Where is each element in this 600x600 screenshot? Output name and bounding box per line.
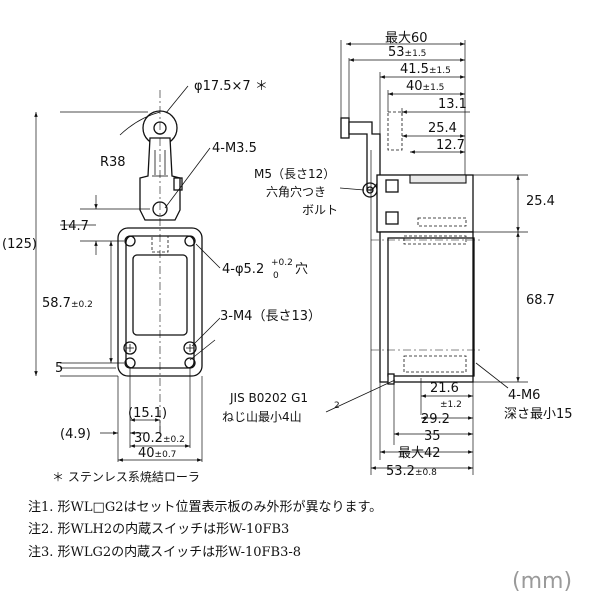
dim-53-2: 53.2±0.8 [386, 464, 437, 479]
hole-label-prefix: 4-φ5.2 [222, 262, 264, 277]
dim-40-front-tol: ±0.7 [155, 450, 177, 460]
dim-40-side: 40±1.5 [406, 79, 444, 94]
radius-label: R38 [100, 155, 126, 170]
dim-53-2-tol: ±0.8 [415, 468, 437, 478]
front-view: φ17.5×7 ＊ R38 4-M3.5 14.7 (125) 4-φ5.2 +… [2, 79, 321, 462]
dim-53-tol: ±1.5 [405, 49, 427, 59]
dim-40-side-tol: ±1.5 [423, 83, 445, 93]
dim-25-4: 25.4 [526, 194, 555, 209]
dim-12-7: 12.7 [436, 138, 465, 153]
roller-dim-label: φ17.5×7 ＊ [194, 79, 268, 94]
dim-30-2-tol: ±0.2 [163, 435, 185, 445]
dim-41-5-tol: ±1.5 [429, 66, 451, 76]
dim-40-front-value: 40 [138, 446, 155, 461]
dim-4-9: (4.9) [60, 427, 91, 442]
dim-53-2-value: 53.2 [386, 464, 415, 479]
note-2: 注2. 形WLH2の内蔵スイッチは形W-10FB3 [28, 521, 289, 537]
dim-40-side-value: 40 [406, 79, 423, 94]
bolt-label-line2: 六角穴つき [266, 184, 326, 199]
m6-label-line1: 4-M6 [508, 388, 540, 403]
note-1: 注1. 形WL□G2はセット位置表示板のみ外形が異なります。 [28, 500, 382, 515]
screw-m4-label: 3-M4（長さ13） [220, 309, 321, 324]
dim-30-2-value: 30.2 [134, 431, 163, 446]
dim-5: 5 [55, 361, 63, 376]
jis-label-frac: 2 [334, 401, 340, 411]
max-42-label: 最大42 [398, 446, 441, 461]
dim-68-7: 68.7 [526, 293, 555, 308]
dim-15-1: (15.1) [128, 406, 167, 421]
dim-58-7-tol: ±0.2 [71, 300, 93, 310]
dim-13-1: 13.1 [438, 97, 467, 112]
dim-29-2: 29.2 [421, 412, 450, 427]
hole-tol-plus: +0.2 [271, 258, 293, 268]
note-3: 注3. 形WLG2の内蔵スイッチは形W-10FB3-8 [28, 544, 301, 560]
roller-side-icon [340, 117, 350, 139]
side-view: 最大60 53±1.5 41.5±1.5 40±1.5 13.1 25.4 12… [222, 31, 573, 479]
dim-40-front: 40±0.7 [138, 446, 176, 461]
unit-label: (mm) [512, 569, 572, 594]
bolt-label-line1: M5（長さ12） [254, 167, 335, 181]
dim-41-5: 41.5±1.5 [400, 62, 451, 77]
dim-41-5-value: 41.5 [400, 62, 429, 77]
hole-tol-zero: 0 [273, 271, 279, 281]
dim-35: 35 [424, 429, 441, 444]
m6-label-line2: 深さ最小15 [504, 407, 573, 422]
dim-21-6: 21.6 [430, 381, 459, 396]
dim-125: (125) [2, 237, 37, 252]
dim-58-7: 58.7±0.2 [42, 296, 93, 311]
dim-25-4-top: 25.4 [428, 121, 457, 136]
dim-14-7: 14.7 [60, 219, 89, 234]
jis-label-line2: ねじ山最小4山 [222, 410, 302, 424]
lever-arm [139, 137, 183, 221]
dim-30-2: 30.2±0.2 [134, 431, 185, 446]
max-60-label: 最大60 [385, 31, 428, 46]
roller-footnote: ＊ ステンレス系焼結ローラ [52, 470, 200, 484]
dim-53: 53±1.5 [388, 45, 426, 60]
dim-21-6-tol: ±1.2 [440, 400, 462, 410]
bolt-label-line3: ボルト [302, 203, 338, 217]
hole-label-suffix: 穴 [295, 262, 308, 277]
dim-58-7-value: 58.7 [42, 296, 71, 311]
dim-53-value: 53 [388, 45, 405, 60]
jis-label-line1: JIS B0202 G1 [229, 391, 308, 405]
hole-label: 4-φ5.2 [222, 262, 264, 277]
screw-m3-5-label: 4-M3.5 [212, 141, 257, 156]
